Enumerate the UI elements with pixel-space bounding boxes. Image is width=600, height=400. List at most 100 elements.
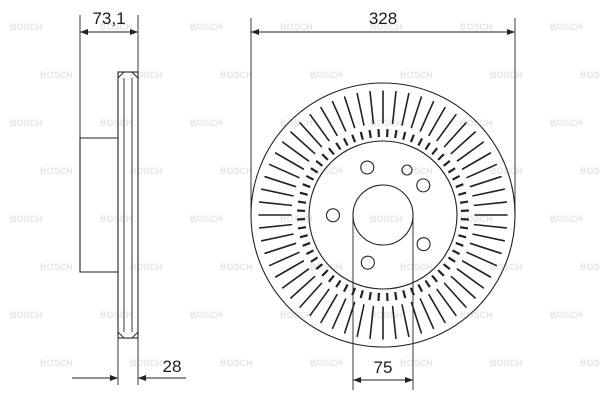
vent-slot xyxy=(369,305,375,340)
vent-slot xyxy=(391,305,397,340)
watermark-text: BOSCH xyxy=(550,118,583,128)
vent-slot xyxy=(258,201,293,207)
vent-slot xyxy=(473,201,508,207)
watermark-text: BOSCH xyxy=(310,70,343,80)
inner-vent-dash xyxy=(402,290,407,299)
vent-slot xyxy=(456,141,485,162)
inner-vent-dash xyxy=(417,283,424,293)
watermark-layer: BOSCH BOSCH BOSCH BOSCH BOSCH BOSCH BOSCH BOSCH… xyxy=(10,22,600,368)
watermark-text: BOSCH xyxy=(220,358,253,368)
watermark-text: BOSCH xyxy=(130,166,163,176)
watermark-text: BOSCH xyxy=(490,358,523,368)
watermark-text: BOSCH xyxy=(460,118,493,128)
vent-slot xyxy=(436,288,457,317)
watermark-text: BOSCH xyxy=(100,214,133,224)
vent-slot xyxy=(428,106,446,137)
inner-vent-dash xyxy=(451,249,461,256)
inner-vent-dash xyxy=(394,129,398,139)
inner-vent-dash xyxy=(302,241,311,247)
watermark-text: BOSCH xyxy=(490,262,523,272)
watermark-text: BOSCH xyxy=(400,358,433,368)
watermark-text: BOSCH xyxy=(220,262,253,272)
inner-vent-dash xyxy=(458,191,467,196)
inner-vent-dash xyxy=(402,131,407,140)
vent-slot xyxy=(268,251,300,267)
inner-vent-dash xyxy=(368,129,372,139)
vent-slot xyxy=(466,251,498,267)
inner-vent-dash xyxy=(394,291,398,301)
dim-thickness: 28 xyxy=(163,357,182,376)
watermark-text: BOSCH xyxy=(400,166,433,176)
inner-vent-dash xyxy=(328,147,335,156)
watermark-text: BOSCH xyxy=(100,22,133,32)
watermark-text: BOSCH xyxy=(580,262,600,272)
vent-slot xyxy=(290,131,316,155)
vent-slot xyxy=(466,163,498,179)
dim-hub-height: 73,1 xyxy=(92,9,125,28)
watermark-text: BOSCH xyxy=(190,214,223,224)
vent-slot xyxy=(331,100,347,132)
vent-slot xyxy=(258,223,293,229)
vent-slot xyxy=(461,152,492,170)
inner-vent-dash xyxy=(459,226,469,230)
vent-slot xyxy=(264,175,297,188)
inner-vent-dash xyxy=(299,234,308,239)
vent-slot xyxy=(274,152,305,170)
inner-vent-dash xyxy=(305,249,315,256)
inner-vent-dash xyxy=(310,256,319,263)
inner-vent-dash xyxy=(447,167,456,174)
watermark-text: BOSCH xyxy=(10,118,43,128)
watermark-text: BOSCH xyxy=(130,70,163,80)
watermark-text: BOSCH xyxy=(220,166,253,176)
inner-vent-dash xyxy=(321,269,329,277)
watermark-text: BOSCH xyxy=(130,262,163,272)
inner-vent-dash xyxy=(359,290,364,299)
watermark-text: BOSCH xyxy=(310,358,343,368)
inner-vent-dash xyxy=(447,256,456,263)
watermark-text: BOSCH xyxy=(10,214,43,224)
vent-slot xyxy=(369,90,375,125)
watermark-text: BOSCH xyxy=(370,214,403,224)
inner-vent-dash xyxy=(417,137,424,147)
inner-vent-dash xyxy=(328,274,335,283)
inner-vent-dash xyxy=(297,200,307,204)
inner-vent-dash xyxy=(455,183,464,189)
vent-slot xyxy=(450,131,476,155)
watermark-text: BOSCH xyxy=(10,310,43,320)
vent-slot xyxy=(450,275,476,299)
watermark-text: BOSCH xyxy=(100,310,133,320)
watermark-text: BOSCH xyxy=(130,358,163,368)
watermark-text: BOSCH xyxy=(550,214,583,224)
vent-slot xyxy=(356,304,365,338)
vent-slot xyxy=(264,242,297,255)
vent-slot xyxy=(260,188,294,197)
watermark-text: BOSCH xyxy=(550,310,583,320)
watermark-text: BOSCH xyxy=(370,118,403,128)
vent-slot xyxy=(281,141,310,162)
vent-slot xyxy=(456,268,485,289)
vent-slot xyxy=(309,288,330,317)
watermark-text: BOSCH xyxy=(190,310,223,320)
inner-vent-dash xyxy=(321,153,329,161)
inner-vent-dash xyxy=(342,137,349,147)
watermark-text: BOSCH xyxy=(580,358,600,368)
inner-vent-dash xyxy=(455,241,464,247)
watermark-text: BOSCH xyxy=(40,166,73,176)
vent-slot xyxy=(473,223,508,229)
watermark-text: BOSCH xyxy=(40,70,73,80)
vent-slot xyxy=(309,113,330,142)
vent-slot xyxy=(331,298,347,330)
inner-vent-slots xyxy=(297,129,469,301)
front-view: 328 75 xyxy=(250,9,516,390)
inner-vent-dash xyxy=(442,160,451,167)
inner-vent-dash xyxy=(359,131,364,140)
vent-slot xyxy=(428,293,446,324)
bolt-hole xyxy=(416,237,431,252)
inner-vent-dash xyxy=(315,263,324,270)
bolt-holes xyxy=(325,160,431,270)
vent-slot xyxy=(343,96,356,129)
vent-slot xyxy=(443,122,467,148)
watermark-text: BOSCH xyxy=(100,118,133,128)
vent-slot xyxy=(419,298,435,330)
vent-slot xyxy=(260,233,294,242)
